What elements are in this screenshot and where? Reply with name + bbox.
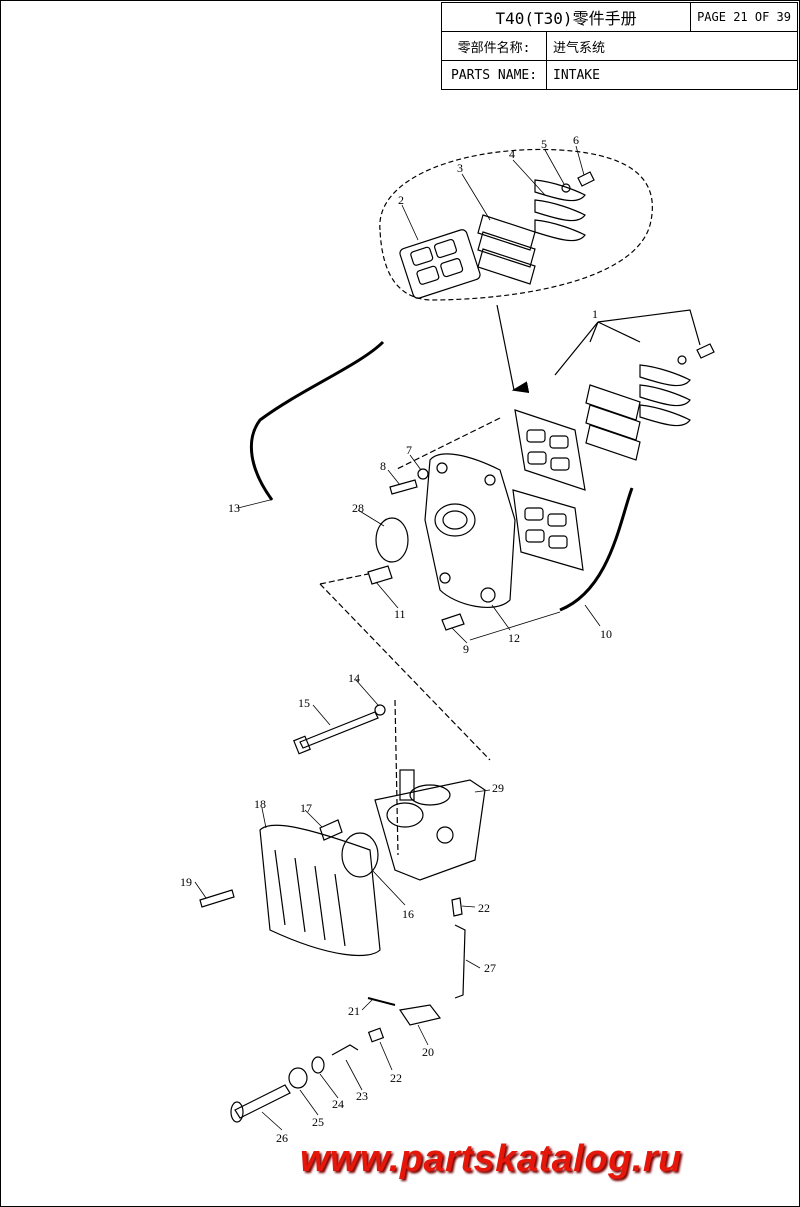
part-name-en: INTAKE [546, 60, 798, 90]
callout-13: 13 [228, 501, 240, 515]
clip-22-upper [451, 897, 463, 917]
spring-23 [331, 1044, 359, 1056]
title-block: T40(T30)零件手册 PAGE 21 OF 39 零部件名称: 进气系统 P… [440, 2, 798, 90]
part-name-label-en: PARTS NAME: [441, 60, 547, 90]
callout-5: 5 [541, 137, 547, 151]
washer-24 [311, 1056, 325, 1074]
washer-5 [561, 183, 571, 193]
reed-plate-upper [514, 409, 586, 491]
link-rod-27 [454, 924, 466, 999]
callout-2: 2 [398, 193, 404, 207]
carburetor-29 [374, 769, 486, 881]
callout-22-lower: 22 [390, 1071, 402, 1085]
silencer-18 [259, 824, 381, 957]
pin-21 [367, 997, 396, 1006]
callout-24: 24 [332, 1097, 344, 1111]
callout-28: 28 [352, 501, 364, 515]
callout-18: 18 [254, 797, 266, 811]
callout-22-upper: 22 [478, 901, 490, 915]
reed-stopper-1 [639, 364, 691, 427]
reed-valve-detail-3 [477, 214, 536, 285]
callout-14: 14 [348, 671, 360, 685]
plug-17 [319, 819, 343, 841]
fitting-11 [367, 565, 393, 585]
watermark: www.partskatalog.ru [300, 1138, 682, 1180]
callout-3: 3 [457, 161, 463, 175]
washer-7 [417, 468, 429, 480]
screw-6 [577, 171, 595, 187]
callout-17: 17 [300, 801, 312, 815]
callout-16: 16 [402, 907, 414, 921]
reed-valve-1 [585, 384, 641, 461]
gasket-16 [341, 832, 379, 878]
callout-11: 11 [394, 607, 406, 621]
clip-22-lower [367, 1027, 385, 1043]
bushing-25 [288, 1067, 308, 1089]
callout-1: 1 [592, 307, 598, 321]
intake-manifold-12 [424, 453, 516, 608]
callout-8: 8 [380, 459, 386, 473]
lever-20 [398, 1004, 442, 1026]
bolt-8 [389, 479, 418, 495]
bolt-15 [299, 711, 379, 749]
detail-arrow [496, 304, 530, 394]
callout-6: 6 [573, 133, 579, 147]
callout-10: 10 [600, 627, 612, 641]
washer-14 [374, 704, 386, 716]
callout-26: 26 [276, 1131, 288, 1145]
callout-4: 4 [509, 147, 515, 161]
callout-21: 21 [348, 1004, 360, 1018]
callout-25: 25 [312, 1115, 324, 1129]
callout-7: 7 [406, 443, 412, 457]
callout-29: 29 [492, 781, 504, 795]
callout-20: 20 [422, 1045, 434, 1059]
callout-19: 19 [180, 875, 192, 889]
reed-stopper-detail-4 [534, 179, 586, 242]
page-number: PAGE 21 OF 39 [690, 2, 798, 32]
screw-19 [199, 889, 235, 908]
reed-plate-lower [512, 489, 584, 571]
callout-27: 27 [484, 961, 496, 975]
callout-23: 23 [356, 1089, 368, 1103]
callout-15: 15 [298, 696, 310, 710]
callout-12: 12 [508, 631, 520, 645]
reed-plate-detail-2 [399, 229, 481, 299]
o-ring-28 [375, 517, 409, 563]
hose-13 [249, 340, 385, 501]
hose-10 [559, 487, 634, 612]
detail-oval [379, 148, 653, 301]
callout-labels: 1 2 3 4 5 6 7 8 9 10 11 12 13 14 15 16 1… [180, 133, 612, 1145]
choke-knob-26 [234, 1084, 291, 1119]
fitting-9 [441, 613, 465, 631]
callout-9: 9 [463, 642, 469, 656]
